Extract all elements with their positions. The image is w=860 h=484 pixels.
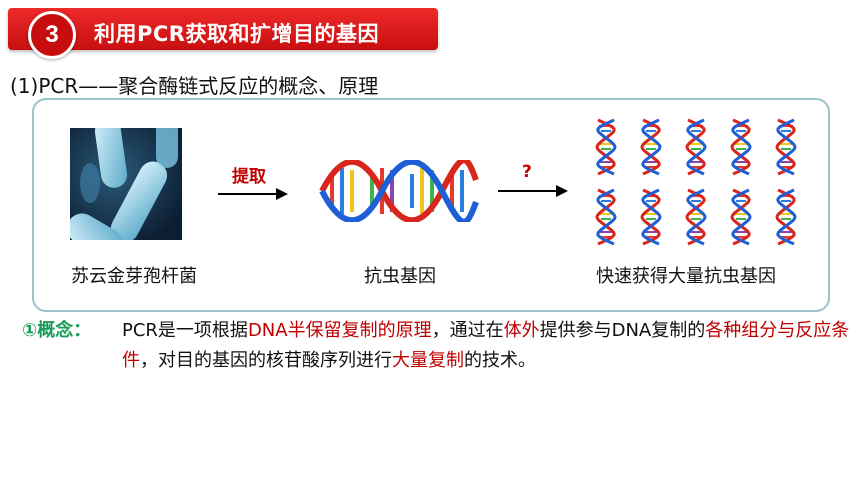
concept-segment: 的技术。: [464, 350, 536, 371]
arrow-right-icon: [498, 185, 568, 197]
concept-segment: ，通过在: [431, 320, 504, 341]
caption-gene: 抗虫基因: [364, 266, 436, 287]
dna-copies-grid: [595, 118, 797, 246]
concept-segment: ，对目的基因的核苷酸序列进行: [140, 350, 392, 371]
arrow-right-icon: [218, 188, 288, 200]
extract-label: 提取: [232, 167, 266, 187]
concept-segment: 提供参与DNA复制的: [539, 320, 706, 341]
caption-amplified: 快速获得大量抗虫基因: [596, 266, 776, 287]
dna-helix-icon: [319, 160, 479, 222]
bacterium-image: [70, 128, 182, 240]
concept-highlight: 各种组分与反应条件: [122, 320, 850, 371]
concept-highlight: DNA半保留复制的原理: [247, 320, 432, 341]
section-banner: 3 利用PCR获取和扩增目的基因: [8, 8, 438, 59]
section-title: 利用PCR获取和扩增目的基因: [94, 22, 379, 46]
subsection-heading: (1)PCR——聚合酶链式反应的概念、原理: [10, 74, 379, 98]
concept-highlight: 大量复制: [392, 350, 464, 371]
concept-highlight: 体外: [503, 320, 540, 341]
concept-segment: PCR是一项根据: [122, 320, 248, 341]
concept-label: ①概念：: [22, 320, 92, 341]
question-label: ?: [522, 162, 532, 182]
section-number-badge: 3: [28, 11, 76, 59]
concept-text: PCR是一项根据DNA半保留复制的原理，通过在体外提供参与DNA复制的各种组分与…: [122, 316, 852, 376]
caption-bacterium: 苏云金芽孢杆菌: [71, 266, 197, 287]
